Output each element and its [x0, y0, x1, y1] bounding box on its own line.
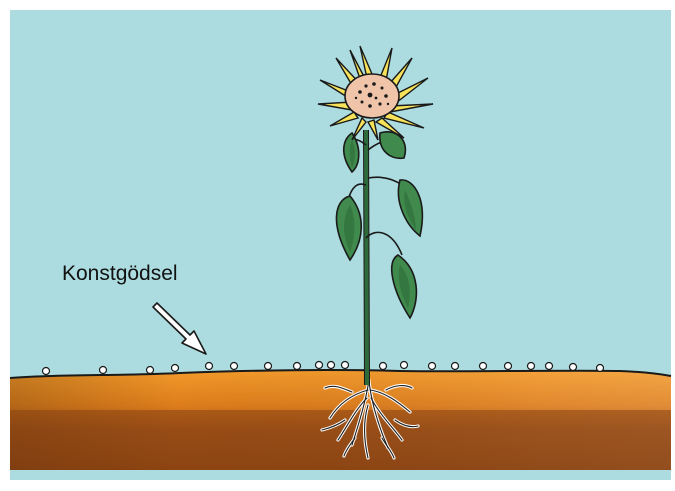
soil [10, 370, 671, 470]
fertilizer-label: Konstgödsel [62, 262, 178, 286]
